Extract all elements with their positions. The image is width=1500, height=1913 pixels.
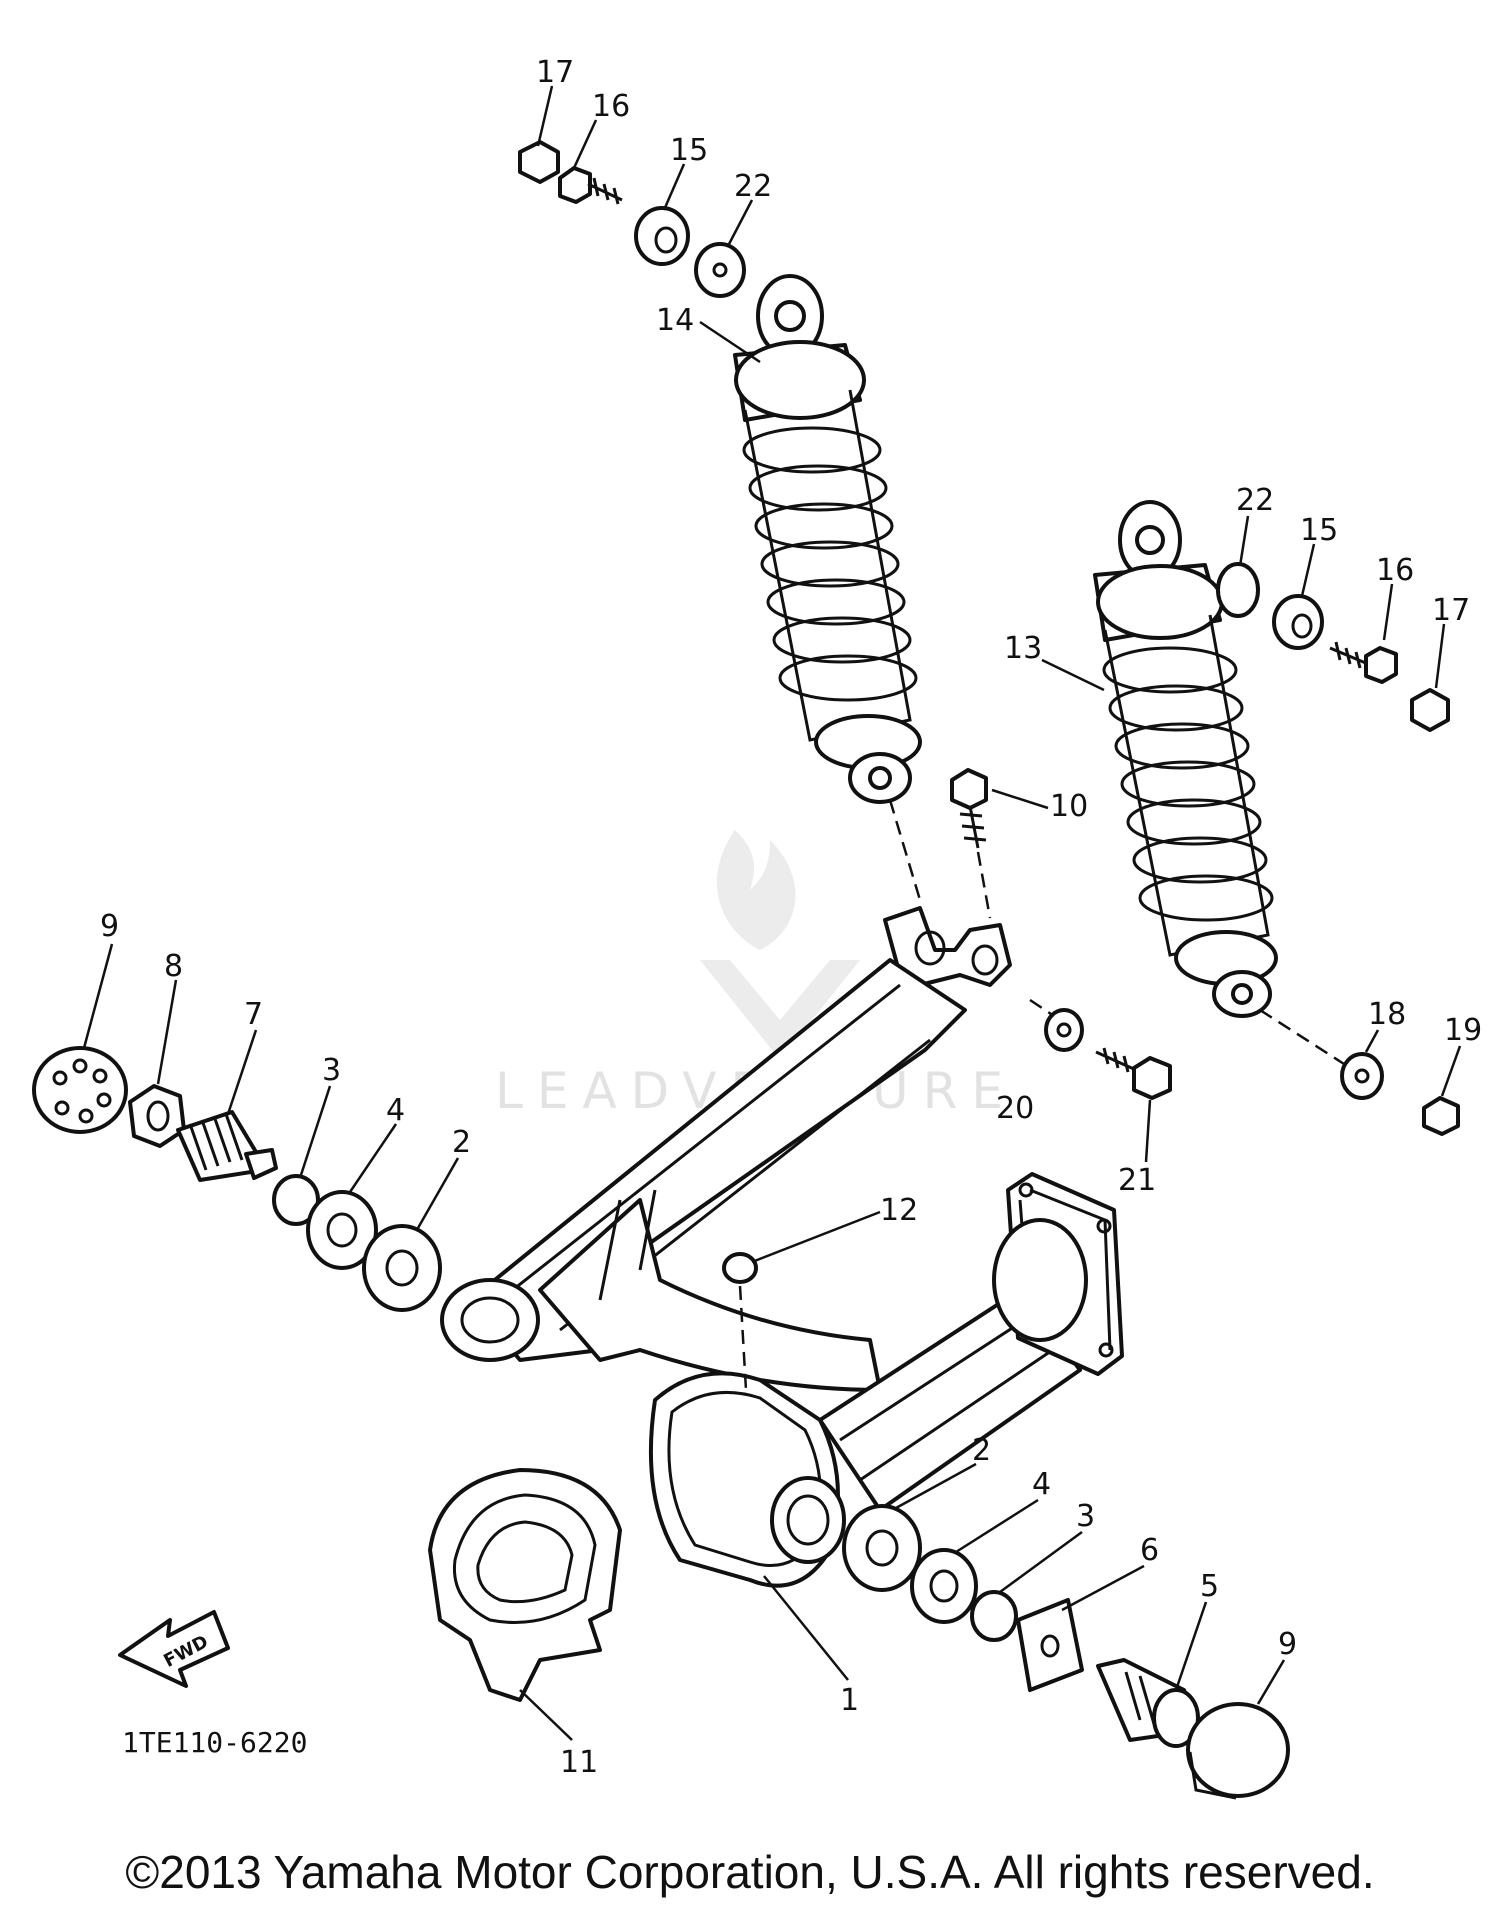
callout-22b: 22 <box>1236 483 1274 518</box>
callout-15a: 15 <box>670 133 708 168</box>
oil-seal-4-right <box>910 1548 978 1624</box>
callout-2b: 2 <box>972 1433 991 1468</box>
callout-12: 12 <box>880 1193 918 1228</box>
left-pivot-hardware <box>32 1046 442 1312</box>
nut-19 <box>1422 1096 1460 1136</box>
callout-22a: 22 <box>734 169 772 204</box>
nut-8 <box>128 1084 186 1148</box>
bolt-16-left <box>558 166 623 205</box>
callout-8: 8 <box>164 949 183 984</box>
upper-mount-hardware-right <box>1216 562 1450 732</box>
chain-guard-11 <box>428 1468 622 1702</box>
callout-20: 20 <box>996 1091 1034 1126</box>
cap-9-left <box>32 1046 128 1134</box>
callout-11: 11 <box>560 1745 598 1780</box>
callout-5: 5 <box>1200 1569 1219 1604</box>
callout-13: 13 <box>1004 631 1042 666</box>
callout-3b: 3 <box>1076 1499 1095 1534</box>
callout-10: 10 <box>1050 789 1088 824</box>
upper-mount-hardware-left <box>518 140 746 298</box>
callout-15b: 15 <box>1300 513 1338 548</box>
callout-4b: 4 <box>1032 1467 1051 1502</box>
copyright-notice: ©2013 Yamaha Motor Corporation, U.S.A. A… <box>125 1846 1375 1898</box>
bolt-10 <box>950 768 988 849</box>
callout-14: 14 <box>656 303 694 338</box>
bolt-16-right <box>1329 641 1398 684</box>
bearing-2-right <box>842 1504 922 1592</box>
pivot-shaft-7 <box>176 1110 278 1182</box>
callout-17b: 17 <box>1432 593 1470 628</box>
callout-3a: 3 <box>322 1053 341 1088</box>
callout-7: 7 <box>244 997 263 1032</box>
callout-4a: 4 <box>386 1093 405 1128</box>
washer-20 <box>1044 1008 1084 1052</box>
swingarm-1 <box>440 906 1124 1588</box>
callout-17a: 17 <box>536 55 574 90</box>
callout-18: 18 <box>1368 997 1406 1032</box>
oil-seal-4-left <box>306 1190 378 1270</box>
callout-21: 21 <box>1118 1163 1156 1198</box>
plate-6 <box>1016 1598 1084 1692</box>
collar-3-right <box>970 1590 1018 1642</box>
collar-3-left <box>272 1174 320 1226</box>
callout-1: 1 <box>840 1683 859 1718</box>
pivot-shaft-5 <box>1096 1658 1202 1748</box>
diagram-code: 1TE110-6220 <box>122 1726 307 1759</box>
leader-lines <box>82 85 1462 1741</box>
callout-9b: 9 <box>1278 1627 1297 1662</box>
bolt-21 <box>1095 1047 1172 1100</box>
callout-16a: 16 <box>592 89 630 124</box>
callout-6: 6 <box>1140 1533 1159 1568</box>
callout-labels: 17 16 15 22 14 22 15 16 17 13 10 9 8 7 3… <box>100 55 1482 1780</box>
shock-absorber-13 <box>1093 500 1278 1018</box>
cap-9-right <box>1186 1702 1290 1798</box>
callout-2a: 2 <box>452 1125 471 1160</box>
right-pivot-hardware <box>842 1504 1290 1800</box>
bearing-2-left <box>362 1224 442 1312</box>
callout-9a: 9 <box>100 909 119 944</box>
lower-mount-hardware <box>1044 1008 1460 1136</box>
fwd-arrow-icon: FWD <box>118 1610 230 1688</box>
callout-16b: 16 <box>1376 553 1414 588</box>
callout-19: 19 <box>1444 1013 1482 1048</box>
shock-absorber-14 <box>733 274 922 804</box>
washer-18 <box>1340 1052 1384 1100</box>
